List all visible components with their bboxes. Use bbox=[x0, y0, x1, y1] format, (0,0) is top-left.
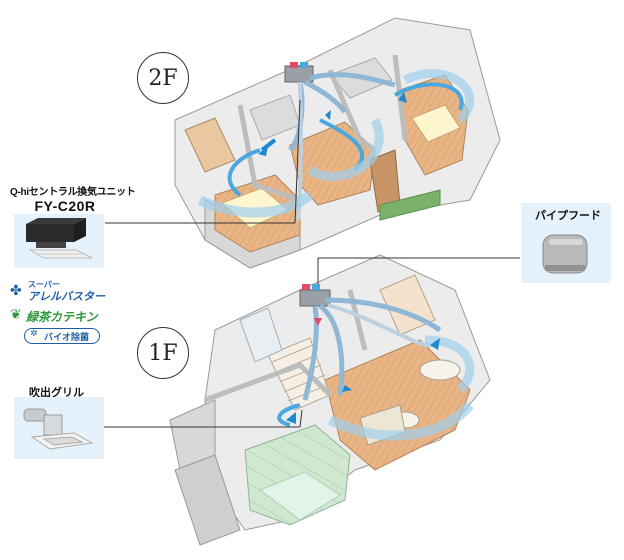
brand-green-tea: ❦ 緑茶カテキン bbox=[10, 307, 110, 325]
brand-bio-pill bbox=[24, 328, 100, 344]
brand-green-tea-label: 緑茶カテキン bbox=[26, 310, 98, 324]
brand-bio-label: バイオ除菌 bbox=[44, 333, 90, 343]
pipe-hood-image bbox=[542, 234, 588, 274]
floor-label-1f: 1F bbox=[148, 340, 178, 366]
ventilation-unit-panel bbox=[14, 214, 104, 268]
floor-label-2f: 2F bbox=[148, 65, 178, 91]
lower-floor-plan bbox=[169, 254, 491, 546]
unit-leader-vertical bbox=[294, 99, 301, 224]
pipe-hood-panel: パイプフード bbox=[521, 203, 611, 283]
pipe-hood-title: パイプフード bbox=[535, 209, 601, 222]
bio-icon: ✲ bbox=[30, 329, 38, 339]
floor-badge-2f: 2F bbox=[137, 52, 189, 104]
exhaust-grille-image bbox=[23, 408, 94, 450]
brand-bio: ✲ バイオ除菌 bbox=[24, 328, 104, 344]
ventilation-unit-model: FY-C20R bbox=[34, 198, 96, 214]
upper-floor-plan bbox=[174, 17, 501, 269]
lower-ducts bbox=[277, 284, 475, 441]
brand-allerbuster-label: アレルバスター bbox=[28, 290, 105, 303]
grille-leader-vertical bbox=[299, 409, 303, 428]
ventilation-unit-title: Q-hiセントラル換気ユニット bbox=[10, 187, 136, 198]
ventilation-unit-label: Q-hiセントラル換気ユニット FY-C20R bbox=[10, 183, 136, 214]
floor-badge-1f: 1F bbox=[137, 327, 189, 379]
brand-allerbuster: ✤ スーパー アレルバスター bbox=[10, 280, 110, 303]
exhaust-grille-panel bbox=[14, 397, 104, 459]
upper-ducts bbox=[197, 62, 475, 221]
ventilation-unit-image bbox=[26, 218, 93, 259]
brand-super-label: スーパー bbox=[28, 280, 60, 289]
exhaust-grille-title: 吹出グリル bbox=[29, 387, 84, 399]
allerbuster-icon: ✤ bbox=[10, 283, 22, 299]
leaf-icon: ❦ bbox=[10, 307, 22, 323]
